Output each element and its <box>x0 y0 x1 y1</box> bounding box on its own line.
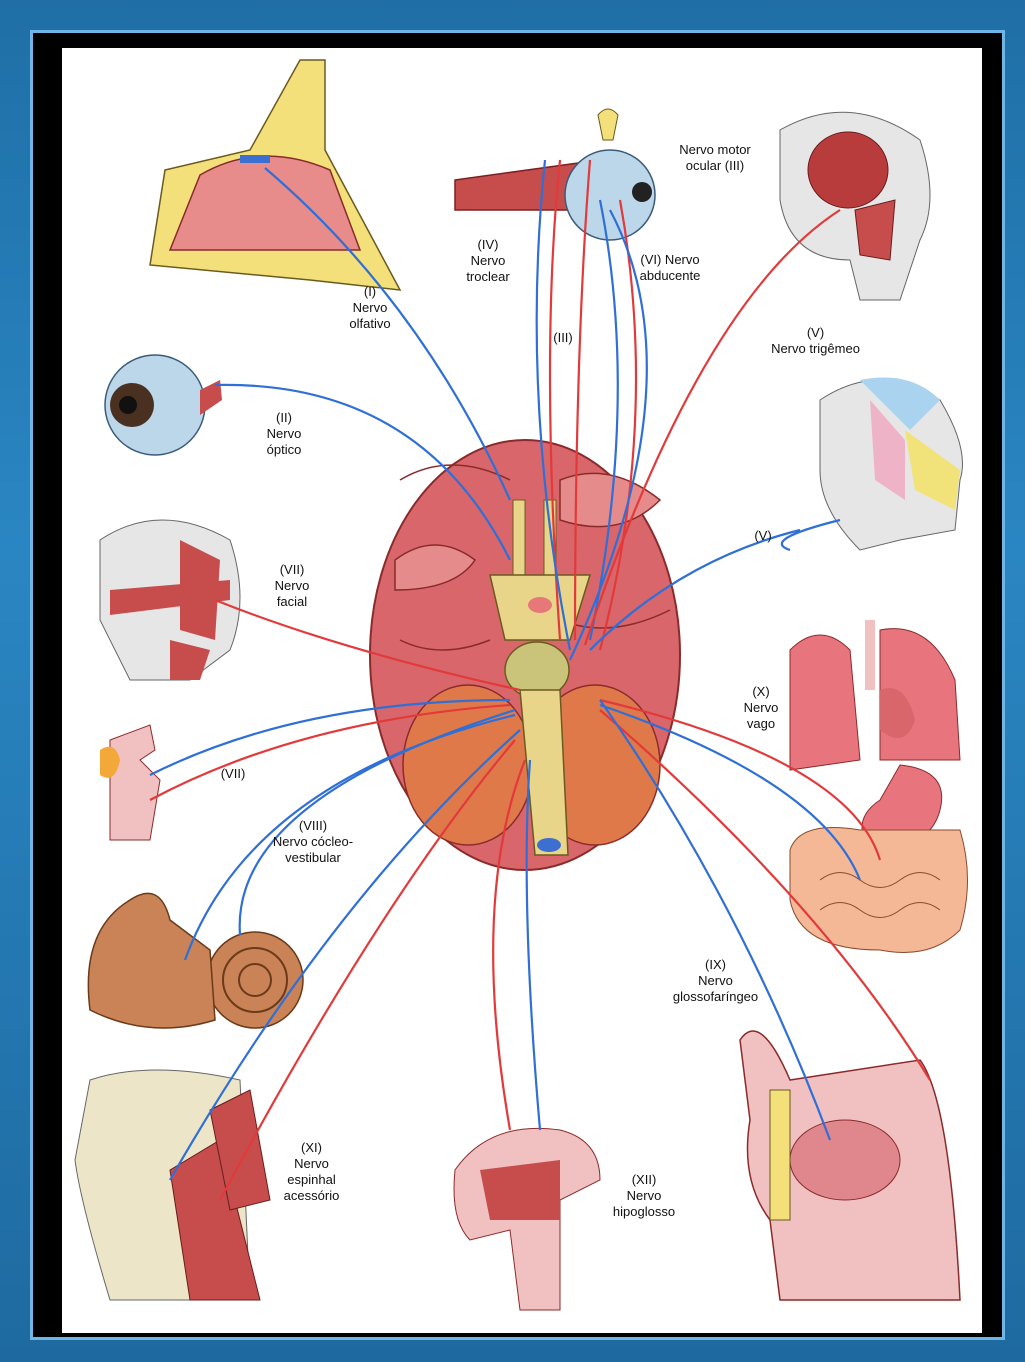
inner-ear-illustration <box>88 893 303 1028</box>
optic-eye-illustration <box>105 355 222 455</box>
label-vestibulocochlear: (VIII) Nervo cócleo- vestibular <box>258 818 368 866</box>
face-trigeminal-illustration <box>820 378 963 551</box>
pharynx-illustration <box>740 1031 960 1300</box>
head-muscles-oculomotor-illustration <box>780 112 930 300</box>
label-olfactory: (I) Nervo olfativo <box>340 284 400 332</box>
label-oculomotor: Nervo motor ocular (III) <box>670 142 760 174</box>
facial-muscles-illustration <box>100 520 240 680</box>
label-accessory: (XI) Nervo espinhal acessório <box>274 1140 349 1204</box>
label-glossopharyngeal: (IX) Nervo glossofaríngeo <box>658 957 773 1005</box>
tongue-taste-illustration <box>100 725 160 840</box>
label-trochlear: (IV) Nervo troclear <box>458 237 518 285</box>
brain-inferior-view <box>370 440 680 870</box>
nasal-cavity-illustration <box>150 60 400 290</box>
label-hypoglossal: (XII) Nervo hipoglosso <box>604 1172 684 1220</box>
tongue-hypoglossal-illustration <box>454 1128 600 1310</box>
lungs-heart-illustration <box>790 620 960 770</box>
neck-accessory-illustration <box>75 1070 270 1300</box>
label-trigeminal-short: (V) <box>748 528 778 544</box>
label-optic: (II) Nervo óptico <box>254 410 314 458</box>
label-oculomotor-short: (III) <box>548 330 578 346</box>
label-abducens: (VI) Nervo abducente <box>630 252 710 284</box>
label-trigeminal: (V) Nervo trigêmeo <box>758 325 873 357</box>
label-facial: (VII) Nervo facial <box>262 562 322 610</box>
label-facial-short: (VII) <box>213 766 253 782</box>
label-vagus: (X) Nervo vago <box>736 684 786 732</box>
